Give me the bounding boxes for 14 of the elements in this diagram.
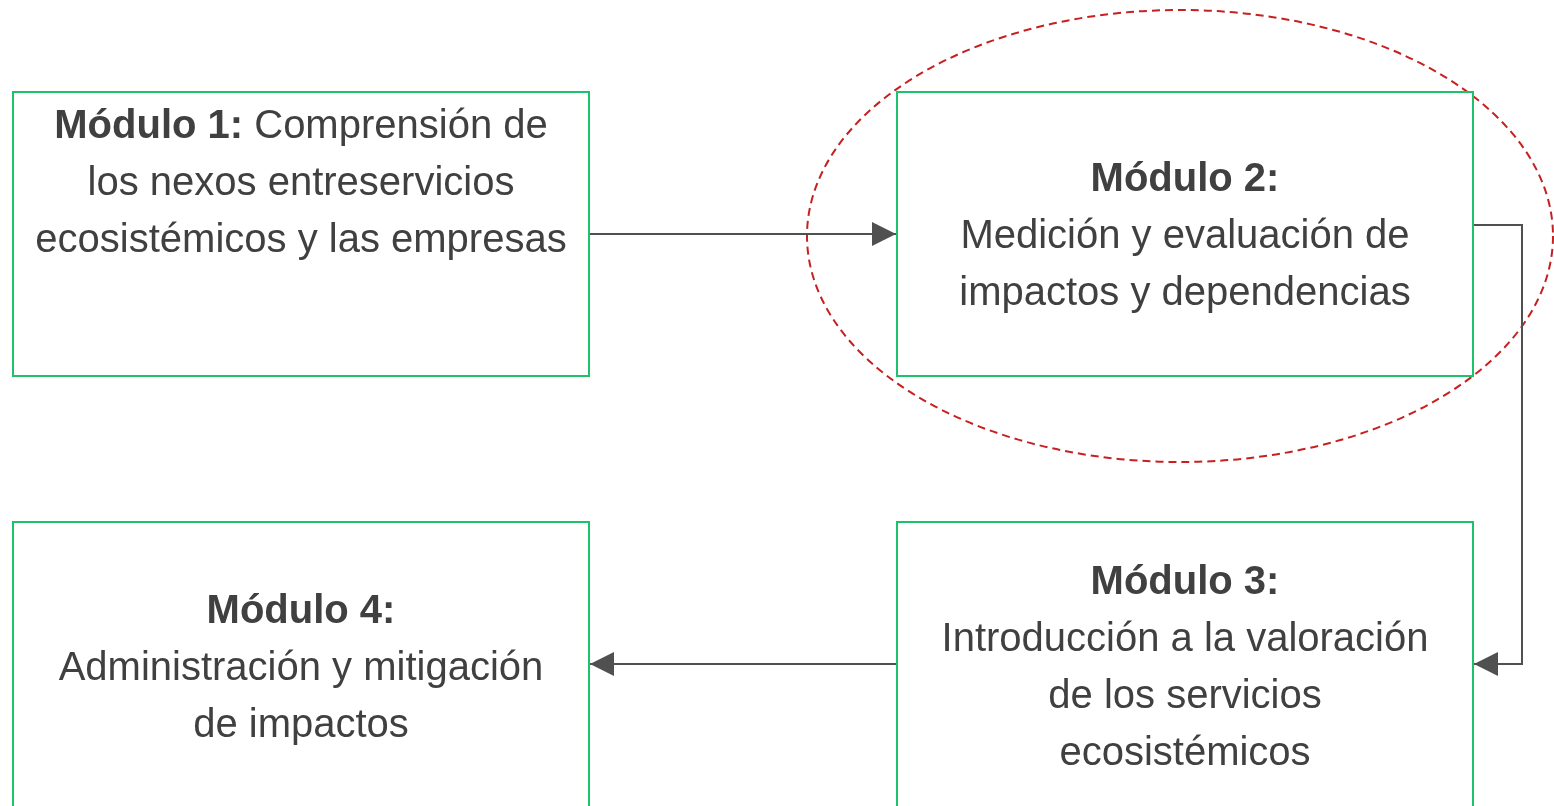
module-description: Administración y mitigación de impactos — [57, 642, 545, 747]
module-description: Introducción a la valoración de los servicios ecosistémicos — [940, 614, 1430, 775]
module-heading: Módulo 3: — [1090, 557, 1280, 604]
module-heading: Módulo 2: — [1090, 153, 1280, 201]
module-description: Medición y evaluación de impactos y dependencias — [958, 210, 1412, 315]
module-box — [896, 91, 1474, 377]
arrow — [1473, 224, 1523, 676]
module-heading: Módulo 4: — [206, 585, 396, 633]
module-description: Módulo 1: Comprensión de los nexos entreservicios ecosistémicos y las empresas — [34, 101, 568, 262]
arrow — [589, 222, 897, 246]
module-box — [12, 91, 590, 377]
arrow — [589, 652, 897, 676]
module-box — [896, 521, 1474, 806]
module-box — [12, 521, 590, 806]
